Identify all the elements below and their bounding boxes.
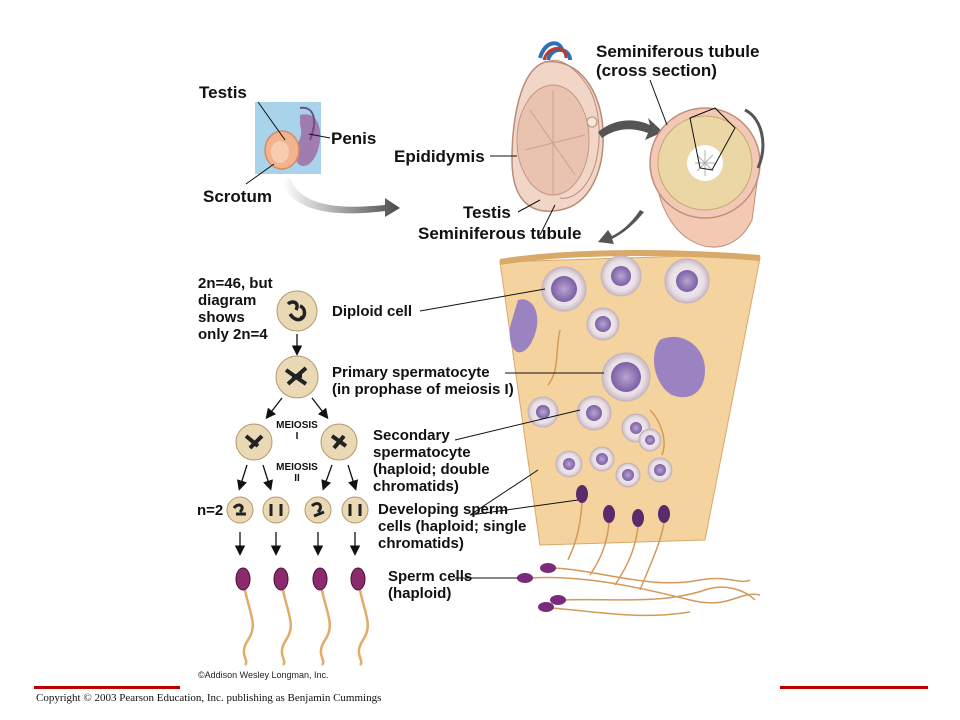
meiosis-one-label-line2: I bbox=[295, 431, 299, 442]
haploid-number-label: n=2 bbox=[197, 502, 224, 519]
developing-sperm-label-line3: chromatids) bbox=[378, 535, 464, 552]
tubule-cross-section-icon bbox=[649, 107, 765, 248]
testis-section-label: Testis bbox=[463, 203, 511, 222]
arrow-icon bbox=[282, 178, 400, 217]
seminiferous-tubule-label: Seminiferous tubule bbox=[418, 224, 582, 243]
cross-section-title-line2: (cross section) bbox=[596, 61, 717, 80]
footer-accent-left bbox=[34, 686, 180, 689]
leader-lines bbox=[245, 79, 668, 579]
diploid-cell-label: Diploid cell bbox=[332, 303, 413, 320]
primary-spermatocyte-label-line1: Primary spermatocyte bbox=[332, 364, 490, 381]
meiosis-two-label-line1: MEIOSIS bbox=[276, 462, 318, 473]
arrow-icon bbox=[598, 118, 663, 140]
primary-spermatocyte-label-line2: (in prophase of meiosis I) bbox=[332, 381, 514, 398]
meiosis-one-label-line1: MEIOSIS bbox=[276, 420, 318, 431]
arrow-icon bbox=[598, 210, 644, 244]
tubule-wall-icon bbox=[499, 250, 761, 591]
testis-section-icon bbox=[511, 41, 604, 212]
meiosis-two-label-line2: II bbox=[294, 473, 300, 484]
secondary-spermatocyte-label-line3: (haploid; double bbox=[373, 461, 490, 478]
sperm-cells-label-line2: (haploid) bbox=[388, 585, 452, 602]
penis-label: Penis bbox=[331, 129, 377, 148]
epididymis-label: Epididymis bbox=[394, 147, 485, 166]
sperm-icon bbox=[517, 563, 761, 617]
chromosome-note-line4: only 2n=4 bbox=[198, 326, 268, 343]
meiosis-arrows bbox=[234, 334, 361, 556]
scrotum-label: Scrotum bbox=[203, 187, 272, 206]
footer-accent-right bbox=[780, 686, 928, 689]
chromosome-note-line2: diagram bbox=[198, 292, 257, 309]
publisher-credit: ©Addison Wesley Longman, Inc. bbox=[198, 670, 329, 680]
cell-icon bbox=[226, 290, 369, 524]
developing-sperm-label-line1: Developing sperm bbox=[378, 501, 509, 518]
cross-section-title-line1: Seminiferous tubule bbox=[596, 42, 760, 61]
secondary-spermatocyte-label-line4: chromatids) bbox=[373, 478, 459, 495]
developing-sperm-label-line2: cells (haploid; single bbox=[378, 518, 527, 535]
chromosome-note-line1: 2n=46, but bbox=[198, 275, 273, 292]
testis-anatomy-icon bbox=[255, 102, 321, 174]
sperm-cells-label-line1: Sperm cells bbox=[388, 568, 473, 585]
secondary-spermatocyte-label-line2: spermatocyte bbox=[373, 444, 471, 461]
copyright-text: Copyright © 2003 Pearson Education, Inc.… bbox=[36, 692, 382, 704]
testis-label: Testis bbox=[199, 83, 247, 102]
chromosome-note-line3: shows bbox=[198, 309, 245, 326]
sperm-icon bbox=[235, 567, 370, 666]
secondary-spermatocyte-label-line1: Secondary bbox=[373, 427, 450, 444]
